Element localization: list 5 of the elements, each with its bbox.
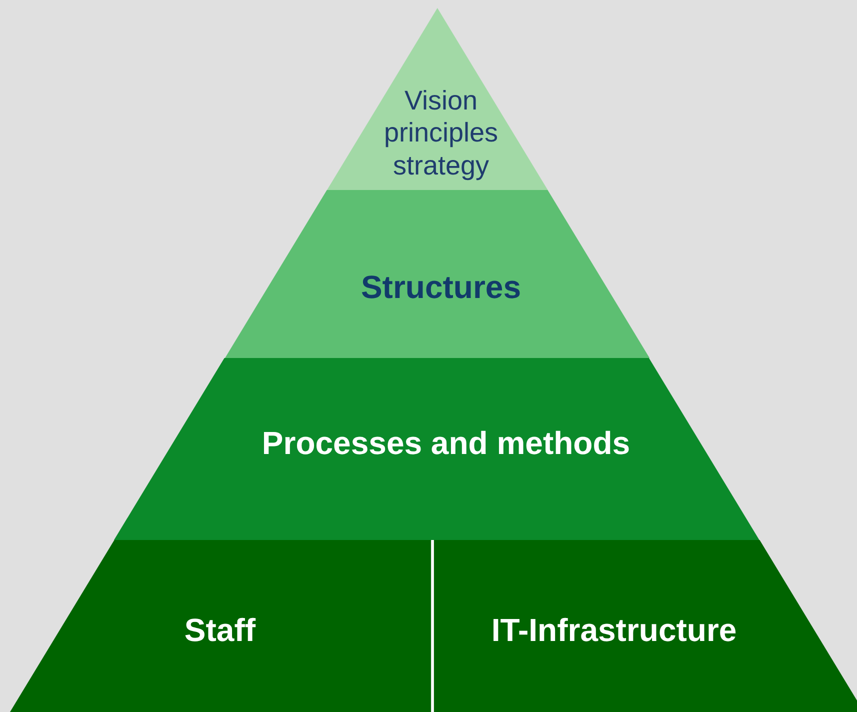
tier-label: Processes and methods — [260, 424, 632, 462]
tier-label: IT-Infrastructure — [490, 610, 738, 650]
tier-label: Structures — [360, 268, 522, 306]
tier-label: Vision principles strategy — [382, 84, 500, 182]
tier-label: Staff — [183, 610, 257, 650]
